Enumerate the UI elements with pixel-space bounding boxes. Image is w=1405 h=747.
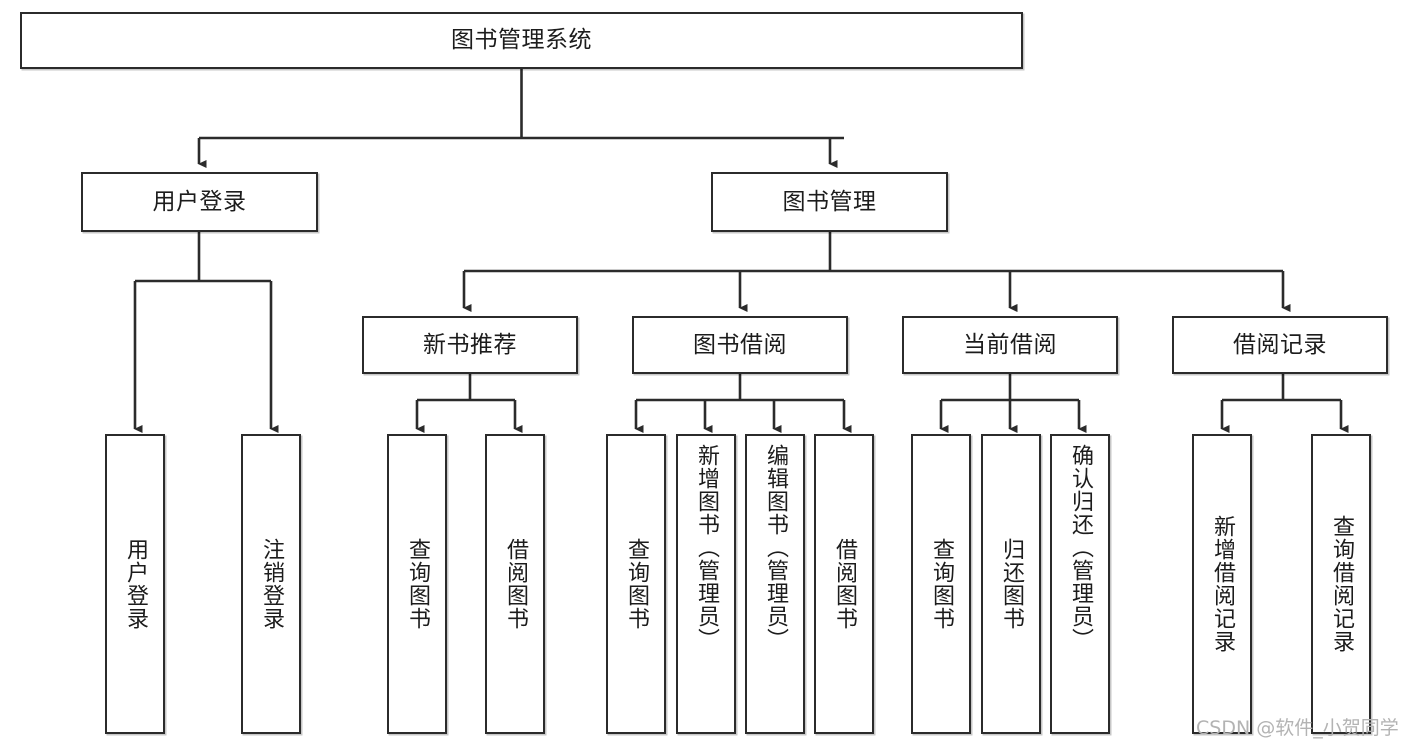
node-leaf-user-login-label: 用户登录 [122, 538, 148, 630]
node-leaf-query-book-1[interactable]: 查询图书 [387, 434, 447, 734]
csdn-watermark: CSDN @软件_小贺同学 [1196, 717, 1399, 739]
node-leaf-user-login[interactable]: 用户登录 [105, 434, 165, 734]
node-book-manage-label: 图书管理 [782, 188, 877, 215]
node-current-borrow-label: 当前借阅 [963, 331, 1057, 358]
node-book-manage[interactable]: 图书管理 [711, 172, 948, 232]
node-leaf-borrow-book-1-label: 借阅图书 [502, 538, 528, 630]
node-root[interactable]: 图书管理系统 [20, 12, 1023, 69]
node-leaf-return-book[interactable]: 归还图书 [981, 434, 1041, 734]
node-leaf-confirm-return-label: 确认归还（管理员） [1067, 444, 1093, 651]
node-current-borrow[interactable]: 当前借阅 [902, 316, 1118, 374]
node-leaf-add-book-label: 新增图书（管理员） [693, 444, 719, 651]
node-leaf-logout-login-label: 注销登录 [258, 538, 284, 630]
node-book-borrow-label: 图书借阅 [693, 331, 787, 358]
node-leaf-edit-book-label: 编辑图书（管理员） [762, 444, 788, 651]
node-leaf-borrow-book-2[interactable]: 借阅图书 [814, 434, 874, 734]
node-leaf-query-record-label: 查询借阅记录 [1328, 515, 1354, 653]
node-leaf-return-book-label: 归还图书 [998, 538, 1024, 630]
node-new-book-recommend[interactable]: 新书推荐 [362, 316, 578, 374]
node-leaf-add-record[interactable]: 新增借阅记录 [1192, 434, 1252, 734]
node-leaf-query-book-3[interactable]: 查询图书 [911, 434, 971, 734]
node-new-book-recommend-label: 新书推荐 [423, 331, 517, 358]
node-borrow-record-label: 借阅记录 [1233, 331, 1327, 358]
node-leaf-edit-book[interactable]: 编辑图书（管理员） [745, 434, 805, 734]
node-leaf-logout-login[interactable]: 注销登录 [241, 434, 301, 734]
node-leaf-borrow-book-1[interactable]: 借阅图书 [485, 434, 545, 734]
node-book-borrow[interactable]: 图书借阅 [632, 316, 848, 374]
node-leaf-query-record[interactable]: 查询借阅记录 [1311, 434, 1371, 734]
node-root-label: 图书管理系统 [451, 27, 592, 54]
node-leaf-query-book-3-label: 查询图书 [928, 538, 954, 630]
node-leaf-add-record-label: 新增借阅记录 [1209, 515, 1235, 653]
node-leaf-query-book-2-label: 查询图书 [623, 538, 649, 630]
node-leaf-borrow-book-2-label: 借阅图书 [831, 538, 857, 630]
node-user-login-label: 用户登录 [152, 188, 247, 215]
node-leaf-add-book[interactable]: 新增图书（管理员） [676, 434, 736, 734]
node-leaf-confirm-return[interactable]: 确认归还（管理员） [1050, 434, 1110, 734]
node-user-login[interactable]: 用户登录 [81, 172, 318, 232]
node-leaf-query-book-2[interactable]: 查询图书 [606, 434, 666, 734]
node-leaf-query-book-1-label: 查询图书 [404, 538, 430, 630]
node-borrow-record[interactable]: 借阅记录 [1172, 316, 1388, 374]
